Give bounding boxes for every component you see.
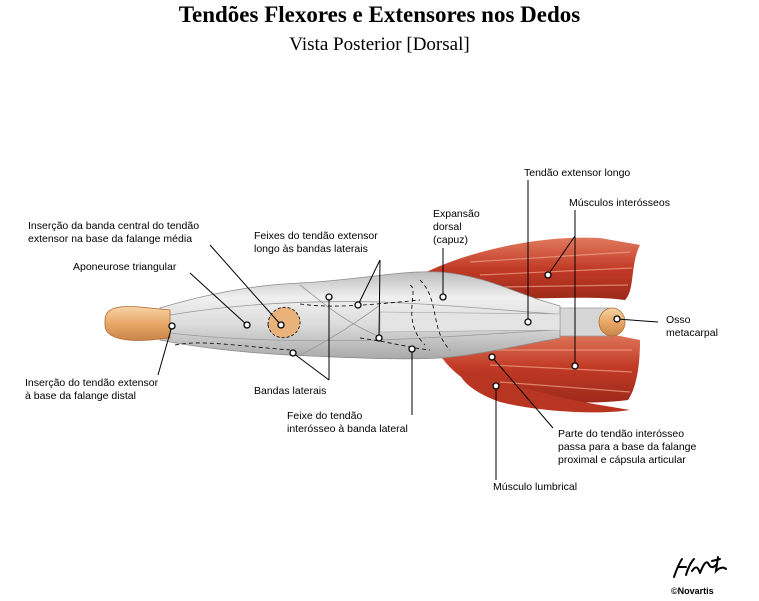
leader-lines [157, 180, 659, 480]
copyright-notice: ©Novartis [671, 586, 714, 596]
distal-phalanx-tip [104, 306, 171, 341]
label-feixe-tendao-interosseo: Feixe do tendão interósseo à banda later… [287, 410, 408, 435]
central-extensor-tendon [379, 311, 561, 333]
page-subtitle: Vista Posterior [Dorsal] [289, 34, 470, 55]
label-musculo-lumbrical: Músculo lumbrical [493, 481, 578, 493]
label-musculos-interosseos: Músculos interósseos [569, 197, 670, 209]
lumbrical-muscle [460, 370, 630, 413]
label-bandas-laterais: Bandas laterais [254, 385, 327, 397]
label-feixes-tendao-extensor: Feixes do tendão extensor longo às banda… [254, 230, 378, 255]
label-expansao-dorsal: Expansão dorsal (capuz) [433, 208, 480, 246]
label-aponeurose-triangular: Aponeurose triangular [73, 261, 177, 273]
interosseous-muscle-lower-fibers [480, 349, 633, 393]
page-title: Tendões Flexores e Extensores nos Dedos [178, 2, 581, 27]
label-tendao-extensor-longo: Tendão extensor longo [524, 167, 631, 179]
label-osso-metacarpal: Osso metacarpal [666, 314, 718, 339]
interosseous-muscle-upper-fibers [469, 251, 633, 288]
extensor-tendon-complex [159, 271, 561, 360]
netter-signature-logo [673, 556, 727, 578]
label-insercao-banda-central: Inserção da banda central do tendão exte… [28, 220, 200, 245]
label-parte-tendao-interosseo: Parte do tendão interósseo passa para a … [558, 428, 697, 466]
pointer-markers [168, 271, 621, 390]
label-insercao-tendao-extensor: Inserção do tendão extensor à base da fa… [25, 377, 159, 402]
